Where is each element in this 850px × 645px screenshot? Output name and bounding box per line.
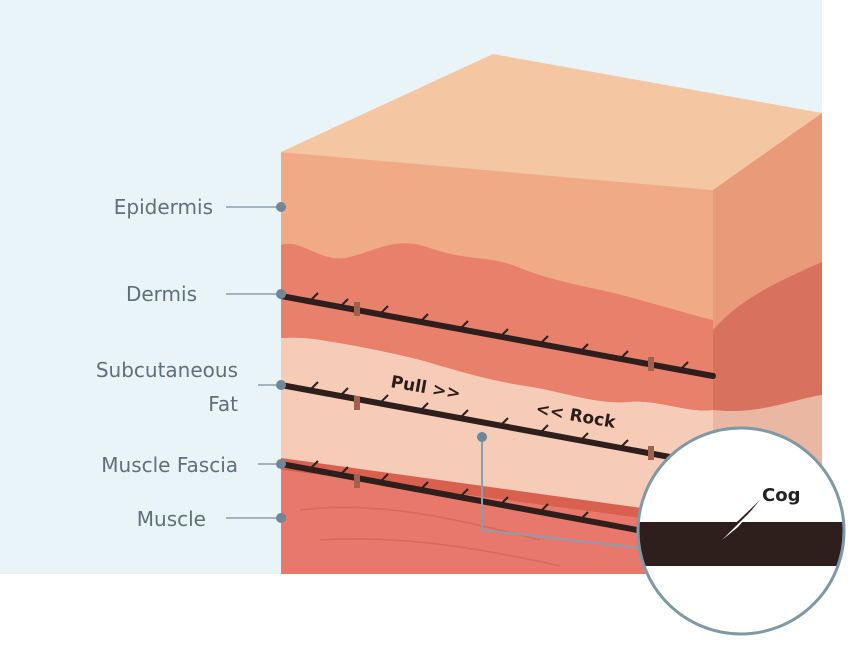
fat-thread bbox=[278, 381, 716, 468]
epidermis-top-face bbox=[281, 54, 822, 190]
cog-label: Cog bbox=[762, 485, 800, 506]
connector-dot bbox=[477, 432, 487, 442]
muscle-layer bbox=[281, 470, 713, 574]
label-muscle: Muscle bbox=[137, 507, 206, 531]
leader-lines bbox=[226, 206, 279, 519]
magnifier-content bbox=[638, 500, 844, 566]
label-subcutaneous: Subcutaneous bbox=[96, 358, 238, 382]
label-dermis: Dermis bbox=[126, 282, 197, 306]
label-muscle-fascia: Muscle Fascia bbox=[101, 453, 238, 477]
magnifier-border bbox=[636, 426, 846, 636]
magnifier-connector bbox=[481, 437, 641, 549]
side-dermis bbox=[713, 262, 822, 412]
muscle-fascia-layer bbox=[281, 458, 713, 528]
leader-dots bbox=[276, 202, 286, 523]
dermis-layer bbox=[281, 243, 713, 411]
epidermis-front-face bbox=[281, 152, 713, 330]
label-fat: Fat bbox=[208, 392, 238, 416]
dermis-thread bbox=[278, 292, 716, 379]
label-epidermis: Epidermis bbox=[114, 195, 213, 219]
